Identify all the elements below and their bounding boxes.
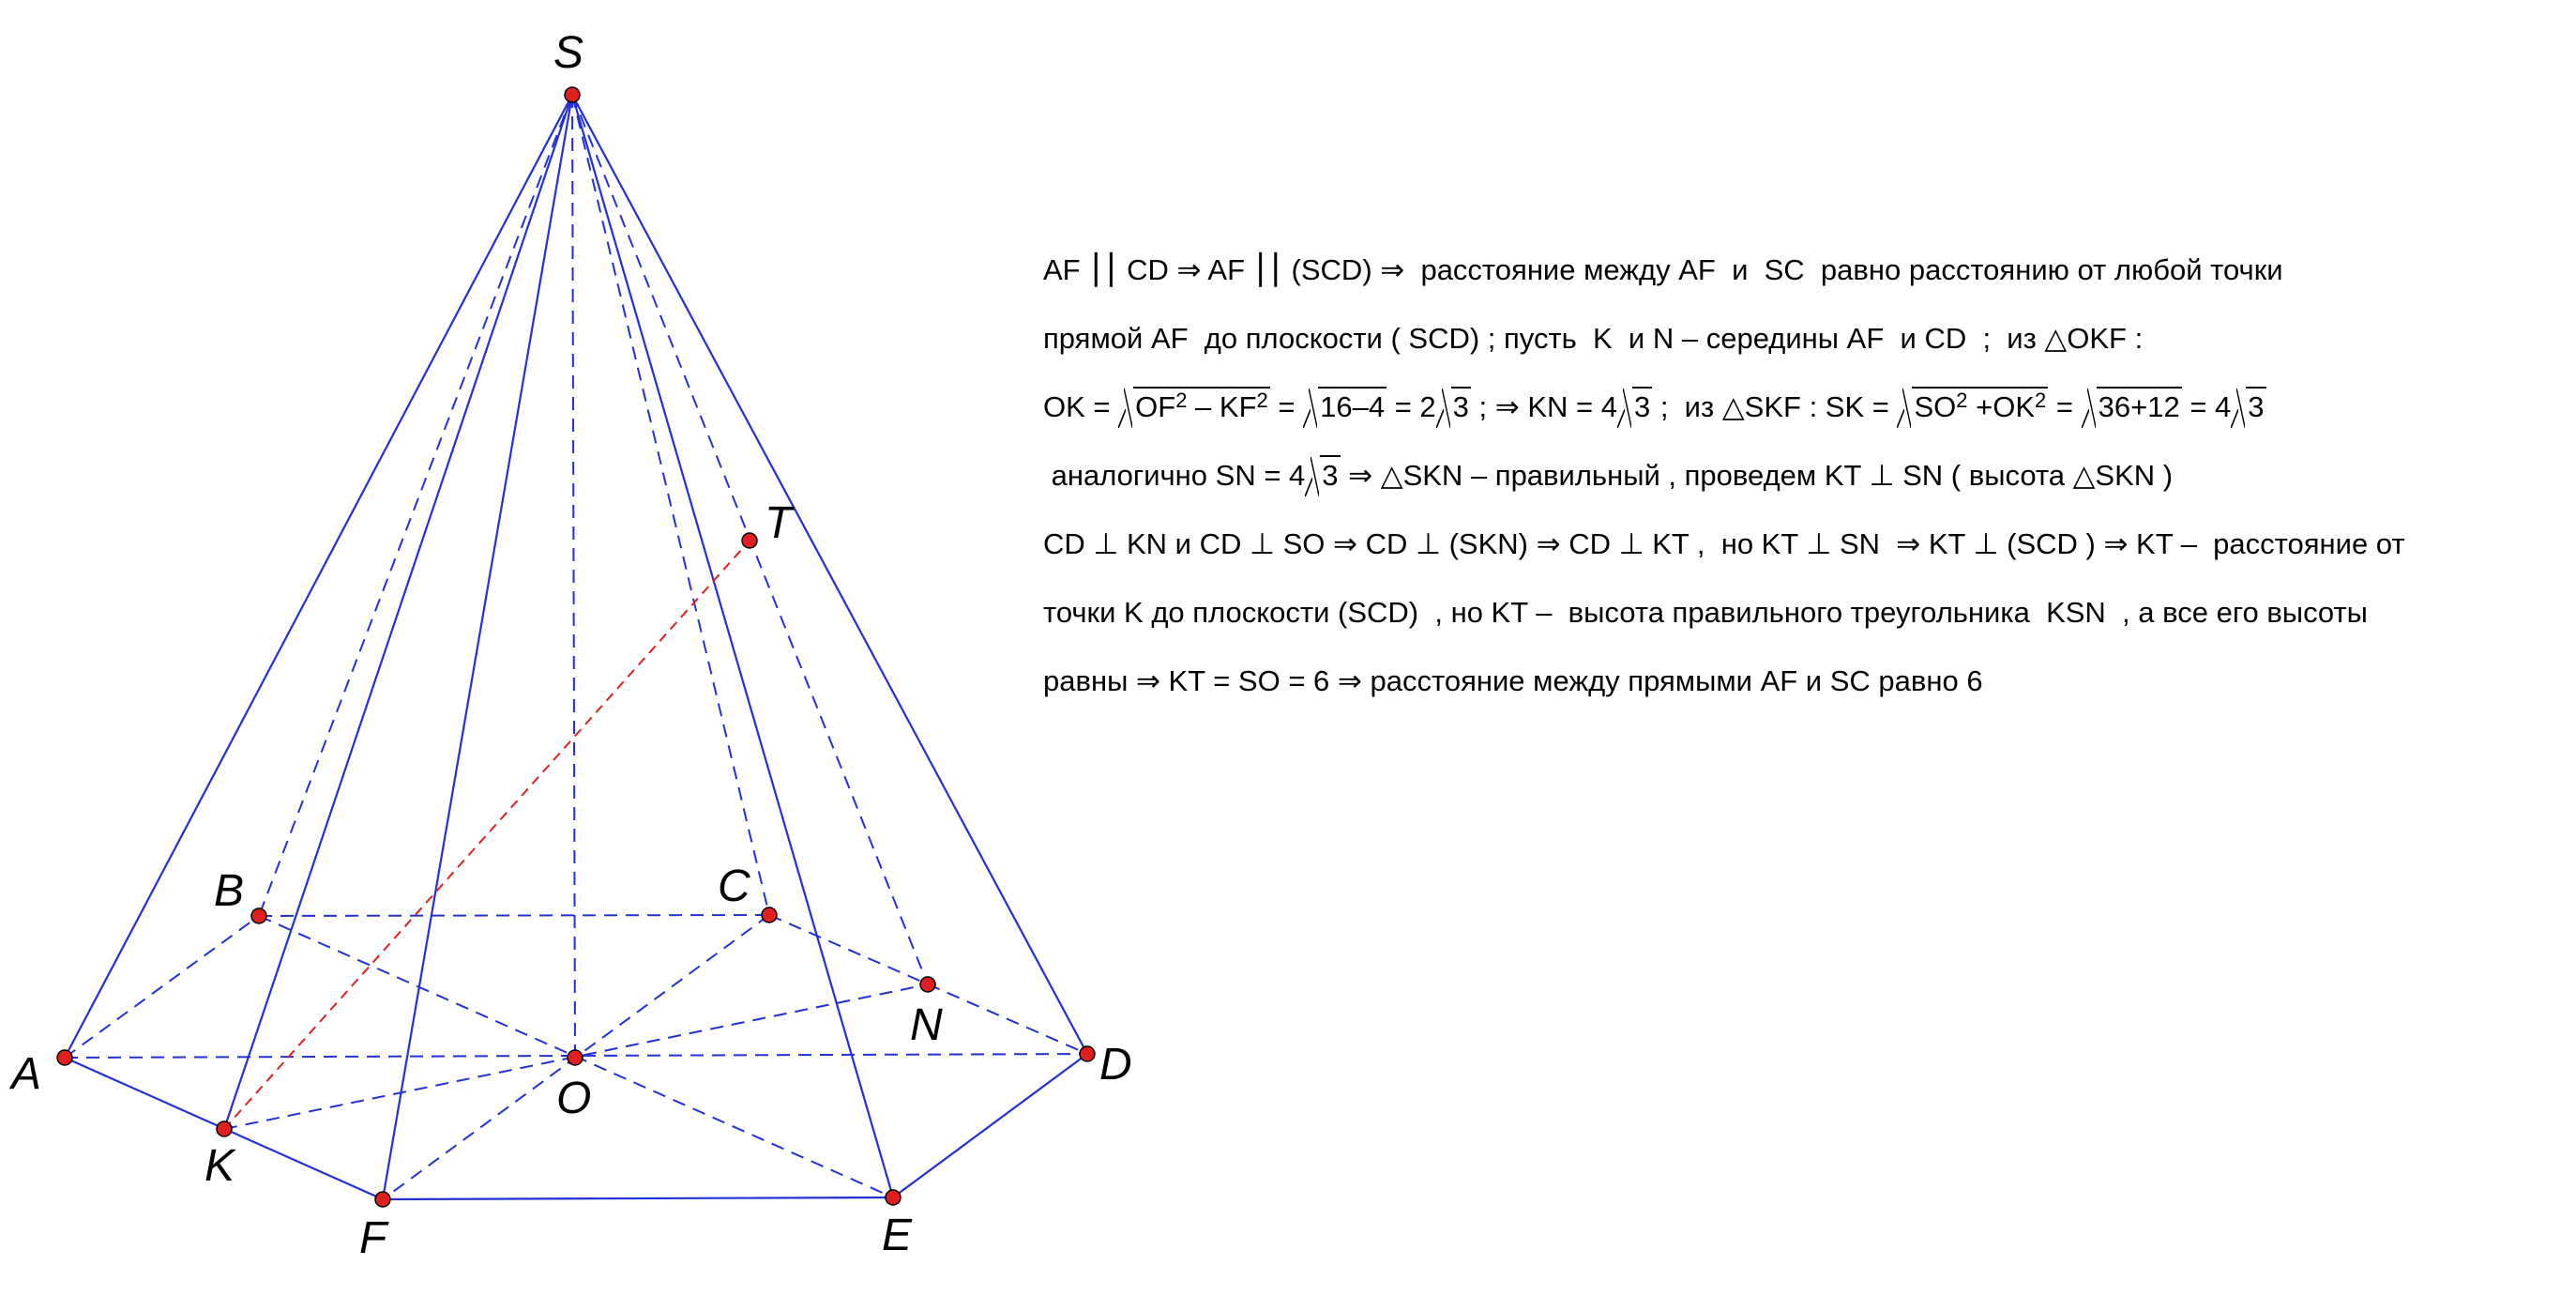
radicand: 3 — [2246, 387, 2266, 426]
label-B: B — [214, 866, 244, 916]
solution-line-6: точки K до плоскости (SCD) , но KT – выс… — [1043, 596, 2368, 629]
label-A: A — [8, 1049, 41, 1099]
segment-KN — [223, 983, 929, 1130]
point-A — [56, 1049, 73, 1066]
segment-KT — [223, 540, 750, 1130]
edge-BC — [258, 914, 770, 917]
text: = 2 — [1386, 390, 1436, 423]
exp: 2 — [1175, 389, 1188, 412]
edge-SF — [381, 94, 574, 1200]
edge-AB — [64, 915, 260, 1059]
sqrt: SO2 +OK2 — [1897, 383, 2049, 432]
point-S — [564, 86, 581, 103]
label-T: T — [765, 498, 796, 548]
text: OF — [1135, 390, 1176, 423]
label-E: E — [882, 1211, 913, 1260]
label-C: C — [718, 861, 750, 911]
text: OK = — [1043, 390, 1119, 423]
text: = — [2048, 390, 2082, 423]
point-N — [919, 976, 936, 993]
diag-AD — [64, 1053, 1088, 1059]
sqrt: 16–4 — [1303, 383, 1387, 432]
point-T — [741, 532, 758, 549]
sqrt: 3 — [1305, 451, 1341, 500]
text: аналогично SN = 4 — [1043, 459, 1306, 492]
solution-line-7: равны ⇒ KT = SO = 6 ⇒ расстояние между п… — [1043, 664, 1983, 697]
label-O: O — [556, 1074, 591, 1123]
text: ; ⇒ KN = 4 — [1470, 390, 1617, 423]
edge-SC — [571, 94, 770, 916]
label-F: F — [359, 1213, 389, 1263]
sqrt: 3 — [2231, 383, 2266, 432]
edge-SE — [570, 94, 895, 1198]
solution-text: AF ⎮⎮ CD ⇒ AF ⎮⎮ (SCD) ⇒ расстояние межд… — [1043, 246, 2563, 725]
text: ; из △SKF : SK = — [1652, 390, 1898, 423]
edge-SK — [222, 94, 574, 1130]
point-B — [250, 907, 267, 924]
point-D — [1079, 1045, 1096, 1062]
solution-line-2: прямой AF до плоскости ( SCD) ; пусть K … — [1043, 322, 2144, 355]
solution-line-1: AF ⎮⎮ CD ⇒ AF ⎮⎮ (SCD) ⇒ расстояние межд… — [1043, 253, 2283, 286]
solution-line-4: аналогично SN = 4 3 ⇒ △SKN – правильный ,… — [1043, 451, 2563, 520]
point-K — [216, 1121, 233, 1137]
sqrt: 3 — [1616, 383, 1653, 432]
point-E — [885, 1189, 902, 1206]
text: – KF — [1187, 390, 1257, 423]
text: SO — [1914, 390, 1957, 423]
radicand: 3 — [1320, 455, 1341, 495]
label-K: K — [205, 1141, 236, 1191]
label-D: D — [1099, 1040, 1132, 1090]
edge-SD — [571, 94, 1088, 1055]
edge-FE — [382, 1196, 894, 1201]
sqrt: 36+12 — [2081, 383, 2182, 432]
sqrt: OF2 – KF2 — [1118, 383, 1270, 432]
point-F — [374, 1191, 391, 1208]
exp: 2 — [1256, 389, 1268, 412]
edge-SB — [258, 94, 573, 917]
point-O — [567, 1049, 583, 1066]
radicand: 3 — [1450, 387, 1471, 426]
point-C — [761, 907, 778, 923]
label-N: N — [910, 1000, 943, 1050]
text: ⇒ △SKN – правильный , проведем KT ⊥ SN (… — [1340, 459, 2174, 492]
height-SO — [571, 94, 576, 1059]
label-S: S — [553, 28, 583, 78]
edge-ED — [892, 1053, 1088, 1198]
text: +OK — [1967, 390, 2036, 423]
solution-line-5: CD ⊥ KN и CD ⊥ SO ⇒ CD ⊥ (SKN) ⇒ CD ⊥ KT… — [1043, 527, 2405, 560]
radicand: 16–4 — [1318, 387, 1387, 426]
radicand: 3 — [1631, 387, 1653, 426]
radicand: 36+12 — [2096, 387, 2182, 426]
sqrt: 3 — [1435, 383, 1471, 432]
text: = 4 — [2181, 390, 2232, 423]
edge-SA — [64, 94, 573, 1059]
exp: 2 — [2035, 389, 2047, 412]
text: = — [1269, 390, 1304, 423]
exp: 2 — [1956, 389, 1968, 412]
